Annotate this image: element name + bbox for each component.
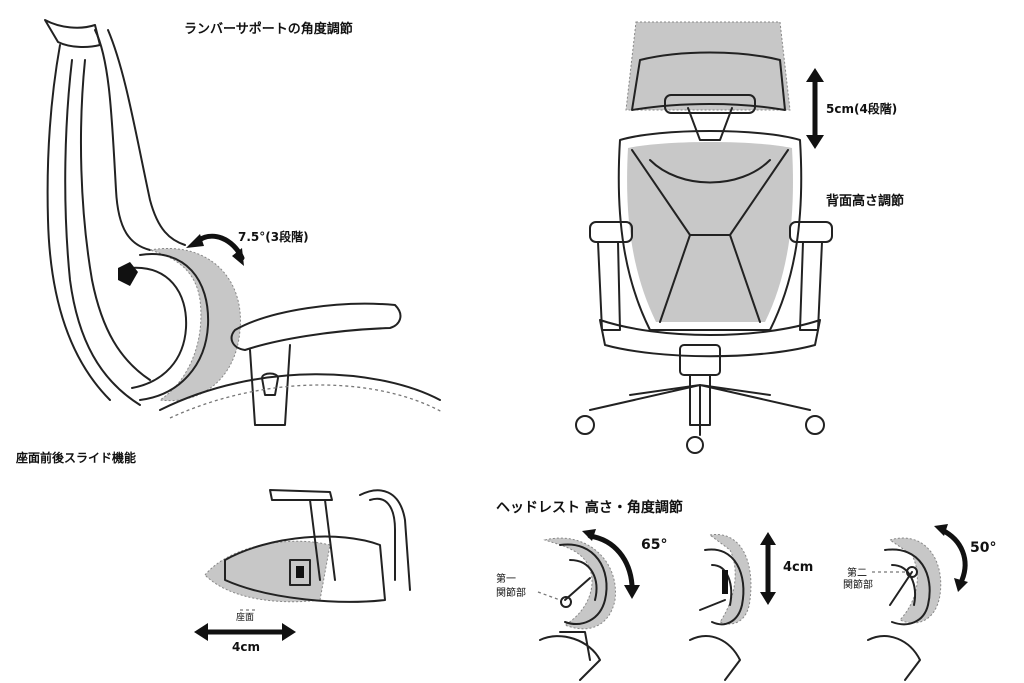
headrest-panel1-shadow (543, 537, 616, 630)
seat-slide-illustration (194, 489, 411, 641)
back-height-title: 背面高さ調節 (826, 194, 905, 209)
first-joint-label-line1: 第一 (496, 574, 516, 585)
seat-label: 座面 (236, 613, 255, 623)
headrest-panel2-illustration (689, 532, 776, 681)
headrest-panel3-angle-arrow-icon (939, 527, 968, 583)
lumbar-knob-icon (118, 262, 138, 286)
lumbar-angle-label: 7.5°(3段階) (238, 230, 309, 244)
headrest-shadow (625, 21, 791, 111)
second-joint-label-line1: 第二 (847, 568, 867, 579)
seat-slide-range-label: 4cm (232, 640, 260, 654)
first-joint-label-line2: 関節部 (496, 588, 526, 599)
second-joint-label-line2: 関節部 (843, 580, 873, 591)
headrest-panel1-illustration (537, 529, 640, 681)
headrest-title: ヘッドレスト 高さ・角度調節 (496, 500, 683, 516)
headrest-panel2-shadow (708, 533, 752, 625)
back-height-range-label: 5cm(4段階) (826, 102, 898, 116)
seat-slide-lever-icon (296, 566, 304, 578)
seat-slide-shadow (204, 540, 331, 603)
headrest-panel2-range-label: 4cm (783, 560, 814, 575)
headrest-panel3-angle-label: 50° (970, 540, 997, 556)
lumbar-chair-illustration (44, 19, 443, 426)
headrest-panel3-illustration (867, 524, 968, 681)
seat-slide-title: 座面前後スライド機能 (16, 451, 137, 465)
back-height-chair-illustration (575, 21, 833, 454)
headrest-panel1-angle-label: 65° (641, 537, 668, 553)
lumbar-title: ランバーサポートの角度調節 (184, 22, 353, 37)
headrest-panel3-shadow (888, 537, 942, 624)
headrest-panel1-angle-arrow-icon (587, 533, 635, 588)
lumbar-pad-shadow (149, 248, 241, 402)
back-mesh (627, 142, 793, 322)
